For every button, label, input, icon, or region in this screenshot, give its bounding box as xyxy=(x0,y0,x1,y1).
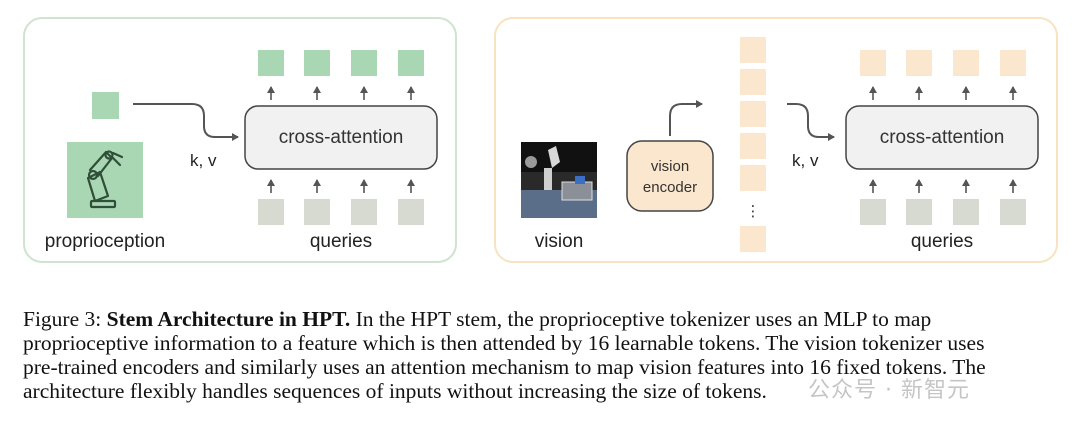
vision-encoder-block xyxy=(626,140,714,212)
query-tokens-right xyxy=(860,199,1026,225)
output-arrows-right xyxy=(869,86,1017,100)
proprioception-label: proprioception xyxy=(45,231,165,252)
queries-label-right: queries xyxy=(911,231,973,252)
cross-attention-block-left xyxy=(244,105,438,170)
left-panel xyxy=(23,17,457,263)
cross-attention-label-right: cross-attention xyxy=(880,127,1005,148)
output-tokens-left xyxy=(258,50,424,76)
cross-attention-block-right xyxy=(845,105,1039,170)
vision-image xyxy=(521,142,597,218)
output-arrows-left xyxy=(267,86,415,100)
vision-encoder-label-line1: vision xyxy=(651,158,689,175)
caption-line-1: Figure 3: Stem Architecture in HPT. In t… xyxy=(23,307,1063,331)
encoder-output-arrow xyxy=(669,100,703,136)
caption-title: Stem Architecture in HPT. xyxy=(106,307,351,331)
kv-label-left: k, v xyxy=(190,151,217,170)
vision-feature-tokens xyxy=(740,37,766,252)
kv-arrow-right xyxy=(787,103,835,141)
vision-encoder-label-line2: encoder xyxy=(643,179,697,196)
right-panel xyxy=(494,17,1058,263)
proprio-token xyxy=(92,92,119,119)
input-arrows-left xyxy=(267,179,415,193)
robot-arm-icon xyxy=(67,142,143,218)
caption-text-1: In the HPT stem, the proprioceptive toke… xyxy=(350,307,932,331)
vision-label: vision xyxy=(535,231,584,252)
queries-label-left: queries xyxy=(310,231,372,252)
cross-attention-label-left: cross-attention xyxy=(279,127,404,148)
feature-ellipsis: ⋮ xyxy=(746,202,761,220)
watermark-text: 公众号 · 新智元 xyxy=(808,378,970,403)
kv-label-right: k, v xyxy=(792,151,819,170)
input-arrows-right xyxy=(869,179,1017,193)
kv-arrow-left xyxy=(133,103,239,141)
caption-line-2: proprioceptive information to a feature … xyxy=(23,331,985,355)
caption-prefix: Figure 3: xyxy=(23,307,107,331)
output-tokens-right xyxy=(860,50,1026,76)
stem-architecture-diagram: k, v cross-attention proprioception quer… xyxy=(23,17,1058,263)
figure-caption: Figure 3: Stem Architecture in HPT. In t… xyxy=(23,307,1063,403)
query-tokens-left xyxy=(258,199,424,225)
caption-line-4: architecture flexibly handles sequences … xyxy=(23,379,767,403)
caption-line-3: pre-trained encoders and similarly uses … xyxy=(23,355,986,379)
